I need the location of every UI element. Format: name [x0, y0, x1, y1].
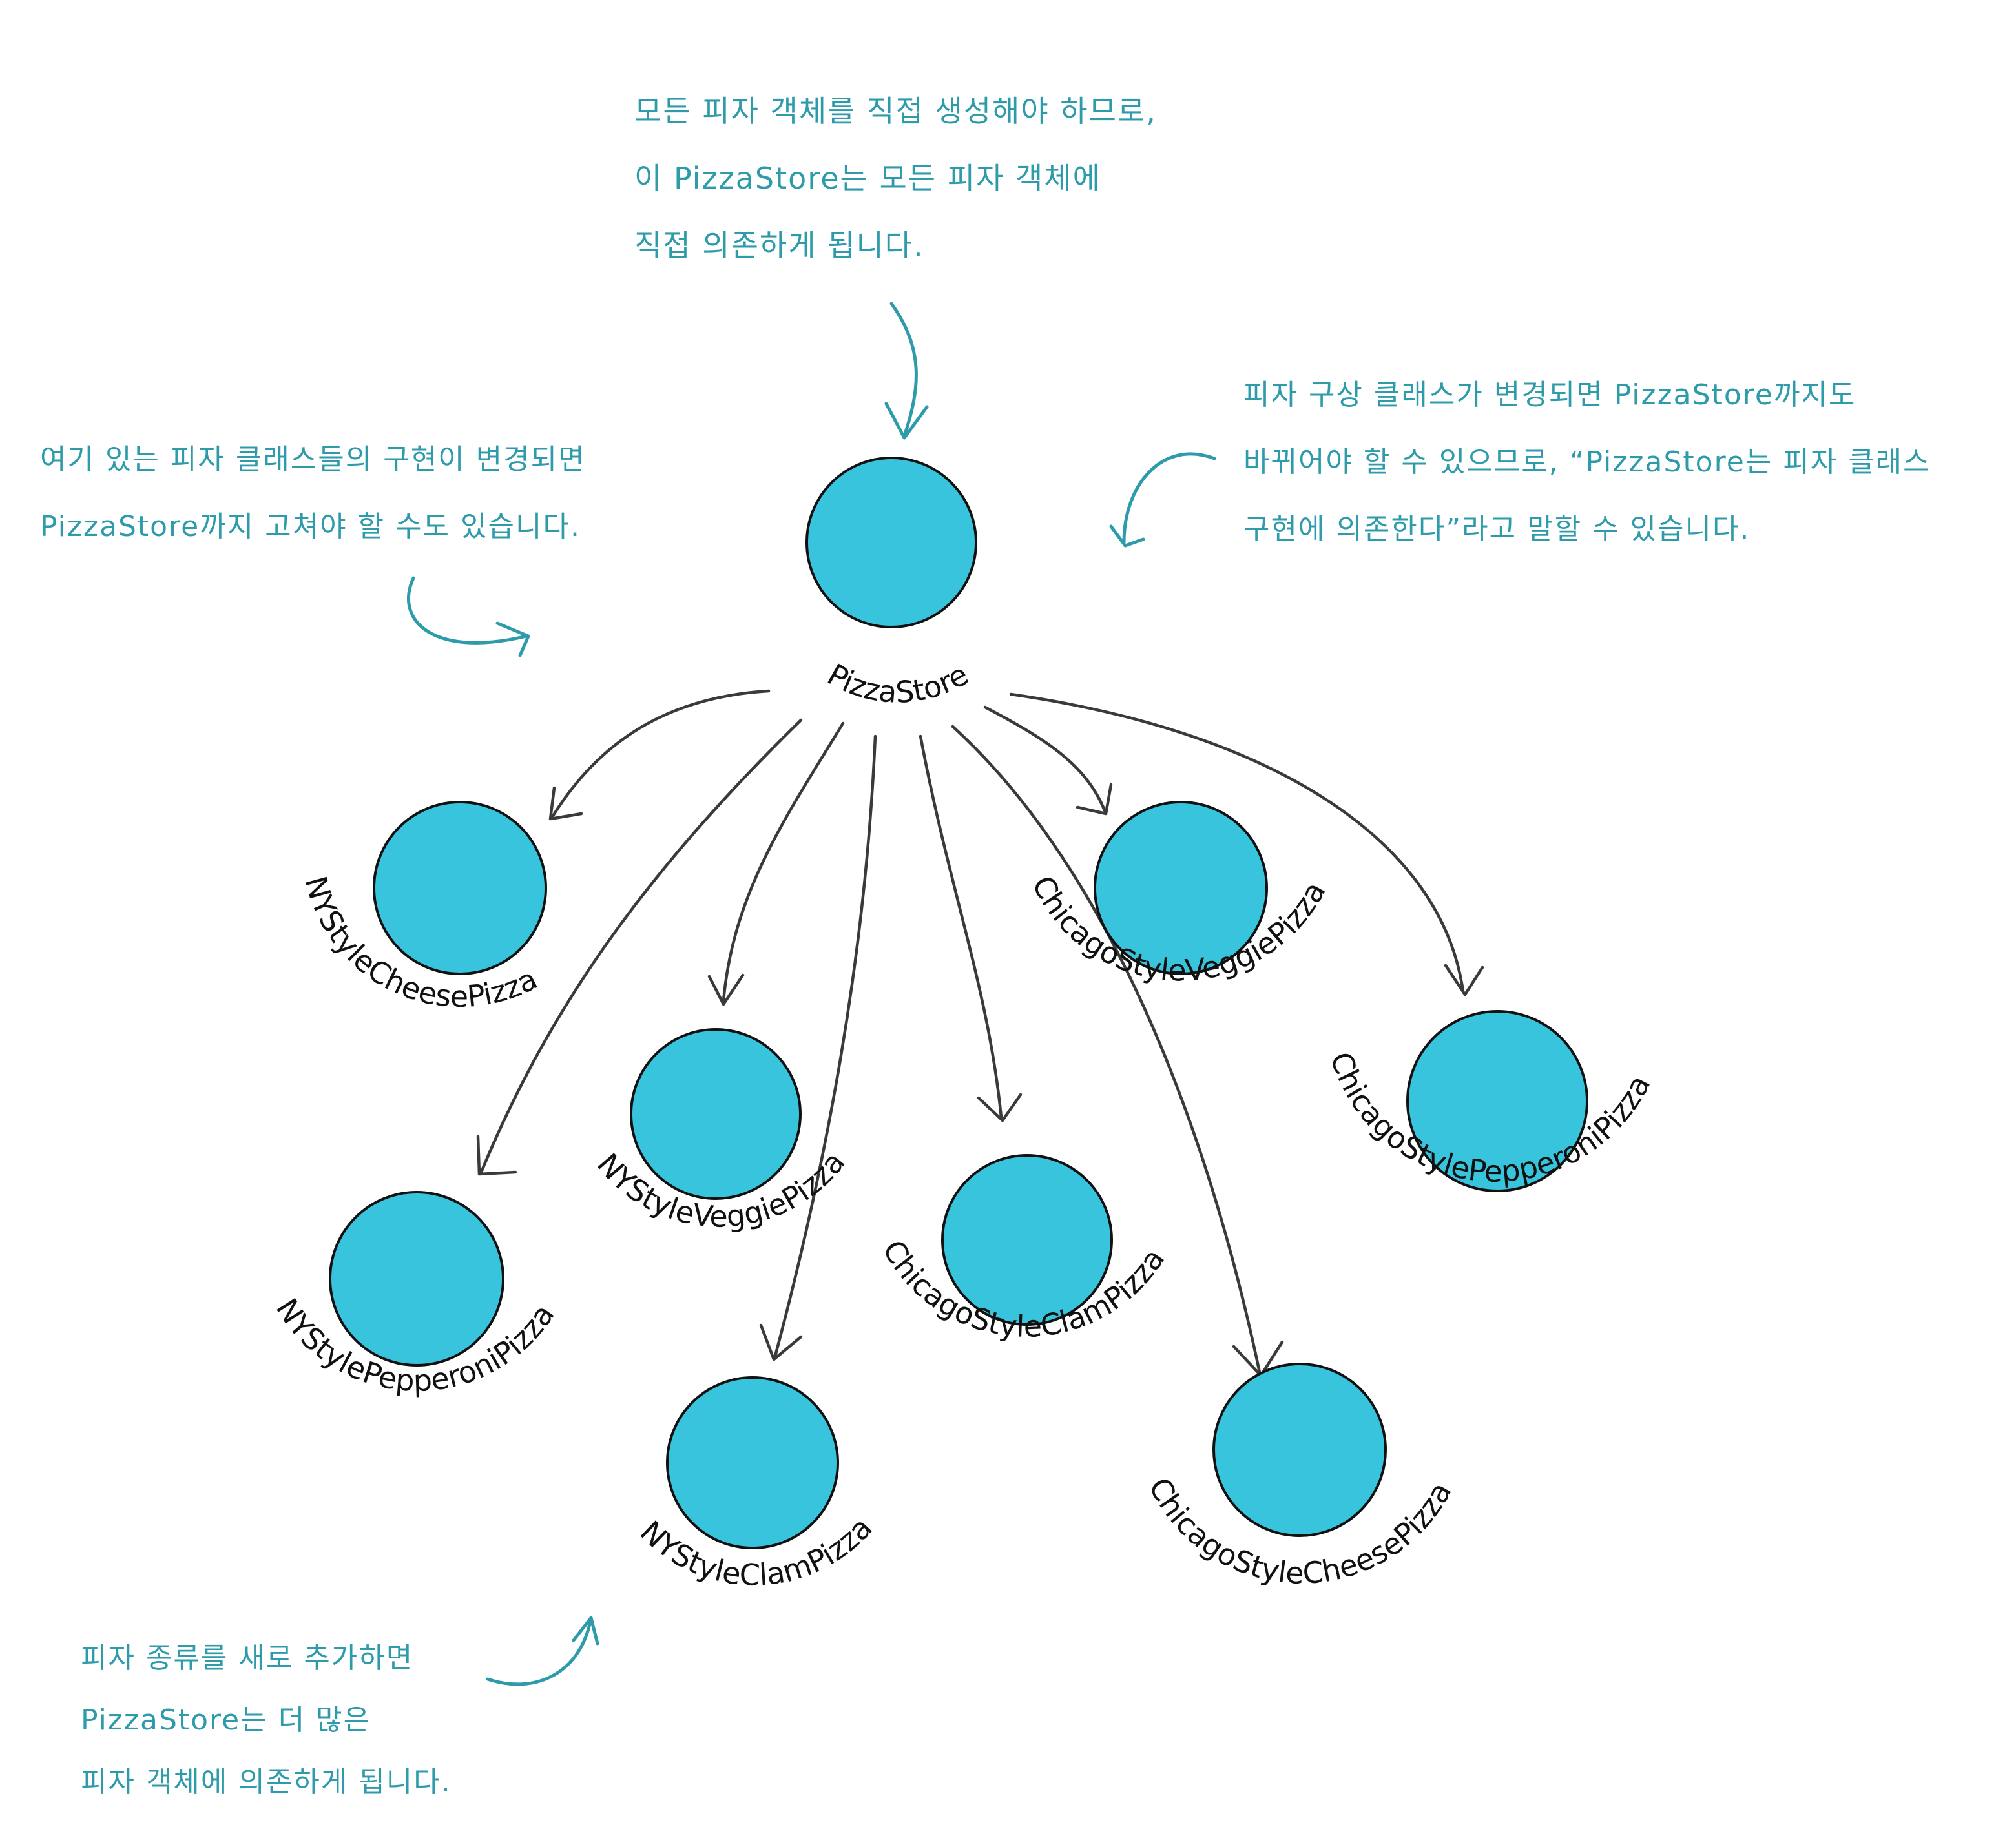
arrow-to-ny-cheese	[550, 689, 771, 819]
annotation-arrow-top	[889, 302, 918, 438]
annotation-arrow-top-head	[884, 402, 929, 440]
node-ny-clam: NYStyleClamPizza	[634, 1376, 879, 1593]
arrow-head-ny-pepperoni	[476, 1135, 517, 1176]
arrow-head-chicago-pepperoni	[1444, 964, 1484, 996]
note-bottom-line: PizzaStore는 더 많은	[81, 1704, 371, 1737]
node-ny-pepperoni: NYStylePepperoniPizza	[269, 1191, 561, 1398]
arrow-head-chicago-clam	[977, 1093, 1023, 1122]
note-top: 모든 피자 객체를 직접 생성해야 하므로, 이 PizzaStore는 모든 …	[634, 77, 1157, 279]
arrow-to-chicago-cheese	[951, 725, 1262, 1374]
note-right-line: 피자 구상 클래스가 변경되면 PizzaStore까지도	[1243, 378, 1856, 411]
annotation-arrow-right	[1122, 452, 1216, 544]
note-left-line: PizzaStore까지 고쳐야 할 수도 있습니다.	[40, 510, 581, 543]
arrow-head-chicago-veggie	[1076, 783, 1113, 816]
annotation-arrow-bottom	[486, 1616, 593, 1686]
arrow-head-ny-cheese	[548, 786, 583, 821]
note-bottom: 피자 종류를 새로 추가하면 PizzaStore는 더 많은 피자 객체에 의…	[81, 1627, 452, 1813]
node-ny-veggie: NYStyleVeggiePizza	[590, 1028, 852, 1234]
note-right-line: 바뀌어야 할 수 있으므로, “PizzaStore는 피자 클래스	[1243, 446, 1931, 479]
node-ny-cheese: NYStyleCheesePizza	[298, 801, 547, 1014]
arrow-head-ny-veggie	[707, 973, 745, 1006]
svg-text:PizzaStore: PizzaStore	[822, 657, 974, 710]
note-left-line: 여기 있는 피자 클래스들의 구현이 변경되면	[40, 443, 586, 476]
note-top-line: 이 PizzaStore는 모든 피자 객체에	[634, 161, 1101, 196]
note-right-line: 구현에 의존한다”라고 말할 수 있습니다.	[1243, 513, 1751, 546]
note-right: 피자 구상 클래스가 변경되면 PizzaStore까지도 바뀌어야 할 수 있…	[1243, 362, 1931, 563]
node-chicago-clam: ChicagoStyleClamPizza	[876, 1154, 1171, 1344]
arrow-to-ny-veggie	[722, 721, 845, 1003]
node-store-label: PizzaStore	[822, 657, 974, 710]
annotation-arrow-left	[406, 576, 528, 645]
arrow-to-ny-pepperoni	[479, 718, 803, 1174]
arrow-to-chicago-clam	[919, 734, 1003, 1119]
note-left: 여기 있는 피자 클래스들의 구현이 변경되면 PizzaStore까지 고쳐야…	[40, 426, 586, 561]
note-bottom-line: 피자 종류를 새로 추가하면	[81, 1642, 414, 1675]
node-chicago-pepperoni: ChicagoStylePepperoniPizza	[1324, 1010, 1657, 1192]
node-chicago-cheese: ChicagoStyleCheesePizza	[1142, 1363, 1459, 1591]
arrow-to-ny-clam	[773, 734, 877, 1358]
note-top-line: 직접 의존하게 됩니다.	[634, 228, 924, 263]
node-store: PizzaStore	[805, 457, 977, 710]
annotation-arrow-right-head	[1109, 524, 1145, 548]
arrow-to-chicago-veggie	[983, 705, 1107, 812]
arrow-to-chicago-pepperoni	[1009, 692, 1465, 993]
annotation-arrow-left-head	[495, 621, 530, 657]
arrow-head-ny-clam	[759, 1323, 803, 1361]
node-chicago-veggie: ChicagoStyleVeggiePizza	[1025, 801, 1333, 988]
note-top-line: 모든 피자 객체를 직접 생성해야 하므로,	[634, 94, 1157, 129]
note-bottom-line: 피자 객체에 의존하게 됩니다.	[81, 1766, 452, 1799]
annotation-arrow-bottom-head	[572, 1616, 599, 1646]
